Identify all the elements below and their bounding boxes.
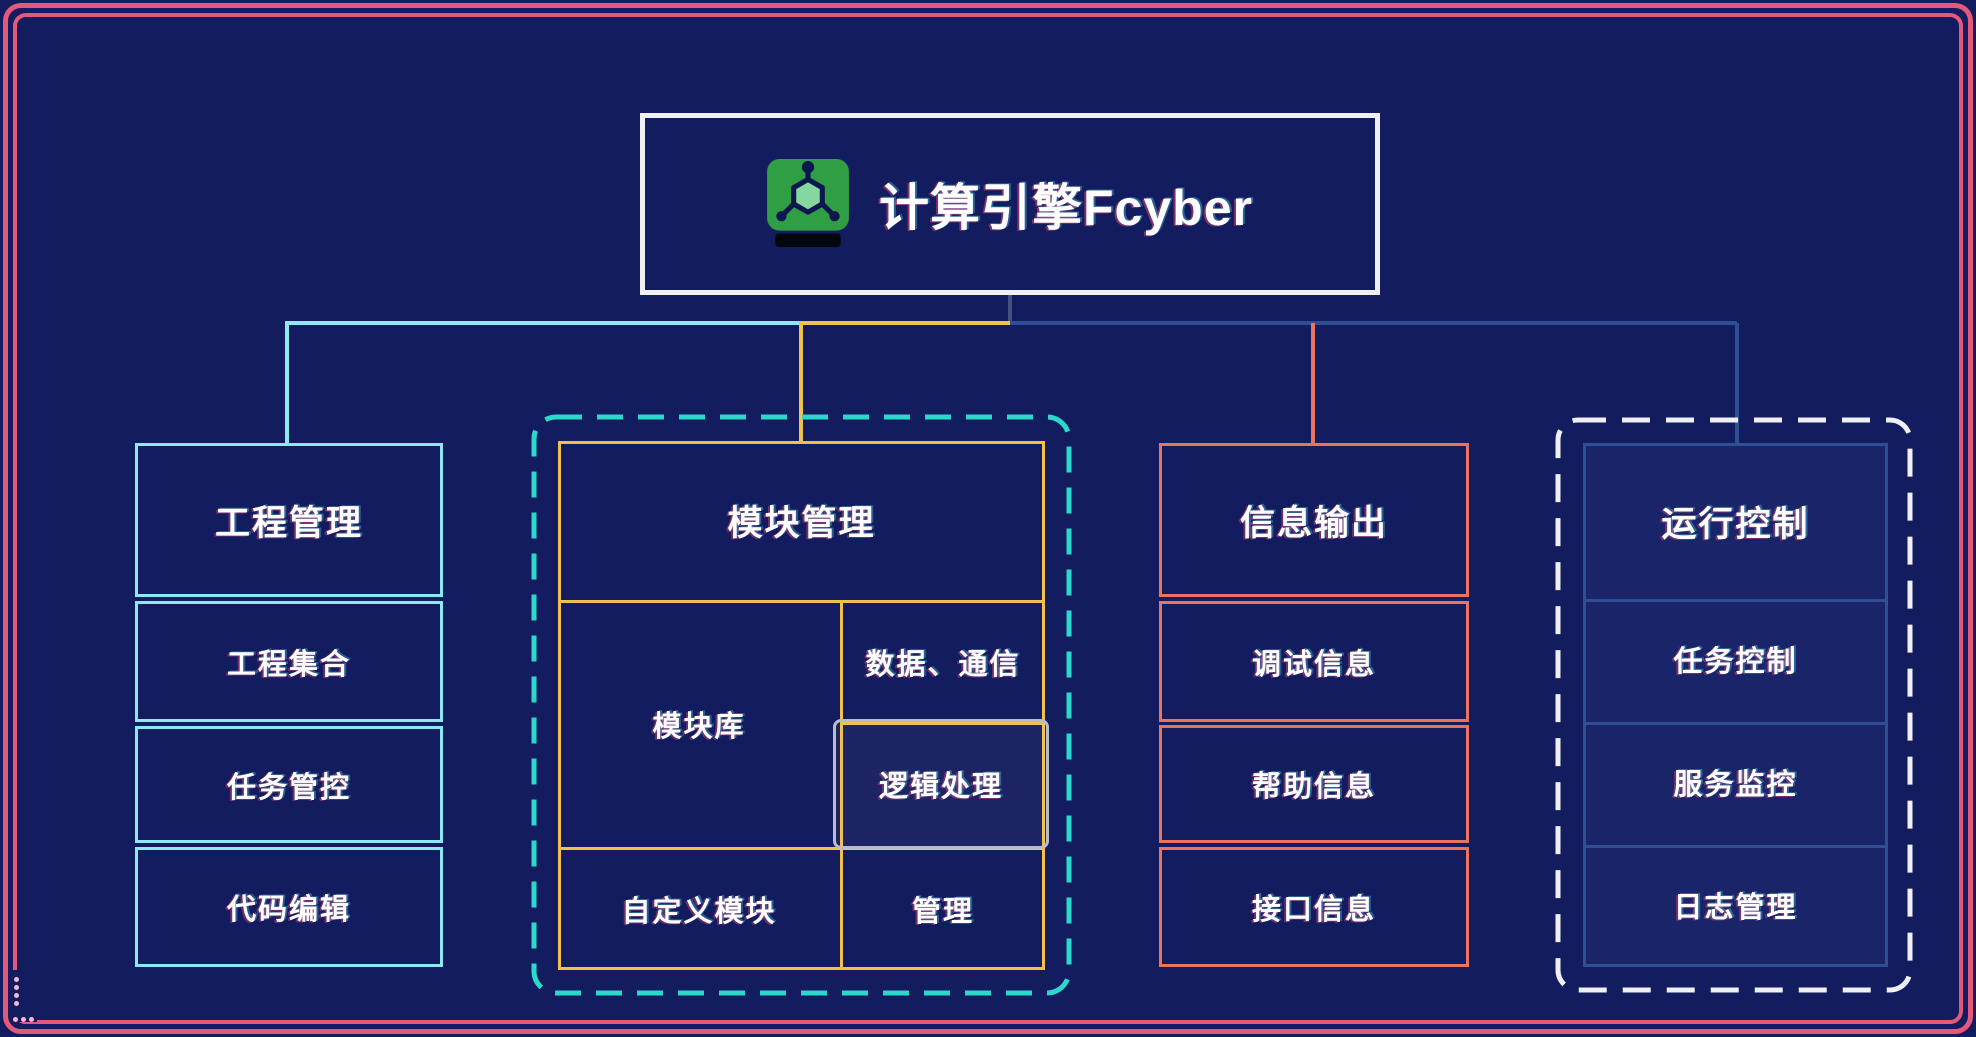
node-logic-processing[interactable]: 逻辑处理 <box>833 719 1049 849</box>
node-custom-module[interactable]: 自定义模块 <box>560 850 838 968</box>
node-label: 工程集合 <box>226 648 351 681</box>
node-label: 运行控制 <box>1661 504 1810 544</box>
node-module-library[interactable]: 模块库 <box>560 600 838 847</box>
connector-root-stub <box>1008 295 1012 325</box>
connector-horizontal-steel <box>1010 321 1737 325</box>
node-label: 信息输出 <box>1239 503 1388 543</box>
node-manage[interactable]: 管理 <box>843 850 1043 968</box>
frame-outer-border <box>3 3 1973 1034</box>
node-label: 逻辑处理 <box>878 771 1003 803</box>
corner-dot <box>13 1017 18 1022</box>
node-code-editing[interactable]: 代码编辑 <box>135 847 443 967</box>
connector-vertical-info <box>1311 323 1315 443</box>
node-label: 自定义模块 <box>621 896 777 928</box>
grid-divider <box>1586 845 1885 848</box>
node-debug-info[interactable]: 调试信息 <box>1159 601 1469 722</box>
connector-vertical-module <box>799 321 803 443</box>
node-module-header[interactable]: 模块管理 <box>560 443 1043 598</box>
grid-divider <box>561 600 1042 603</box>
node-label: 工程管理 <box>214 503 363 543</box>
node-label: 服务监控 <box>1673 769 1798 801</box>
connector-horizontal-cyan <box>285 321 800 325</box>
node-label: 代码编辑 <box>226 894 351 926</box>
node-info-output-header[interactable]: 信息输出 <box>1159 443 1469 597</box>
node-interface-info[interactable]: 接口信息 <box>1159 847 1469 967</box>
node-label: 数据、通信 <box>865 649 1021 681</box>
grid-divider <box>840 722 1042 725</box>
node-label: 模块库 <box>652 710 746 743</box>
grid-divider <box>1586 722 1885 725</box>
node-engineering-header[interactable]: 工程管理 <box>135 443 443 597</box>
node-log-management[interactable]: 日志管理 <box>1585 845 1886 965</box>
grid-divider <box>561 847 1042 850</box>
node-label: 接口信息 <box>1251 894 1376 926</box>
module-group-dashed-border <box>531 414 1072 996</box>
root-node-title: 计算引擎Fcyber <box>879 180 1253 236</box>
node-task-control[interactable]: 任务控制 <box>1585 599 1886 719</box>
node-label: 帮助信息 <box>1251 771 1376 803</box>
node-label: 模块管理 <box>727 504 876 543</box>
node-help-info[interactable]: 帮助信息 <box>1159 725 1469 843</box>
root-node-engine[interactable]: 计算引擎Fcyber <box>640 113 1380 295</box>
runtime-grid-box[interactable] <box>1583 443 1888 967</box>
node-project-collection[interactable]: 工程集合 <box>135 601 443 722</box>
corner-dot <box>14 985 19 990</box>
node-service-monitoring[interactable]: 服务监控 <box>1585 722 1886 842</box>
connector-vertical-engineering <box>285 321 289 443</box>
connector-vertical-runtime <box>1735 323 1739 443</box>
connector-horizontal-yellow <box>800 321 1012 325</box>
molecule-monitor-icon <box>767 159 849 249</box>
node-label: 任务控制 <box>1673 646 1798 678</box>
node-runtime-header[interactable]: 运行控制 <box>1585 445 1886 597</box>
grid-divider <box>840 600 843 967</box>
corner-dot <box>14 1001 19 1006</box>
node-label: 调试信息 <box>1251 648 1376 681</box>
corner-dot <box>21 1017 26 1022</box>
node-data-communication[interactable]: 数据、通信 <box>843 603 1043 721</box>
frame-inner-border <box>13 13 1963 1024</box>
module-grid-box[interactable] <box>558 441 1045 970</box>
runtime-group-dashed-border <box>1555 417 1913 993</box>
corner-dot <box>29 1017 34 1022</box>
node-label: 日志管理 <box>1673 892 1798 924</box>
corner-dot <box>14 993 19 998</box>
node-task-control-mgmt[interactable]: 任务管控 <box>135 726 443 843</box>
node-label: 管理 <box>911 896 974 928</box>
node-label: 任务管控 <box>226 771 351 804</box>
grid-divider <box>1586 599 1885 602</box>
corner-dot <box>14 977 19 982</box>
